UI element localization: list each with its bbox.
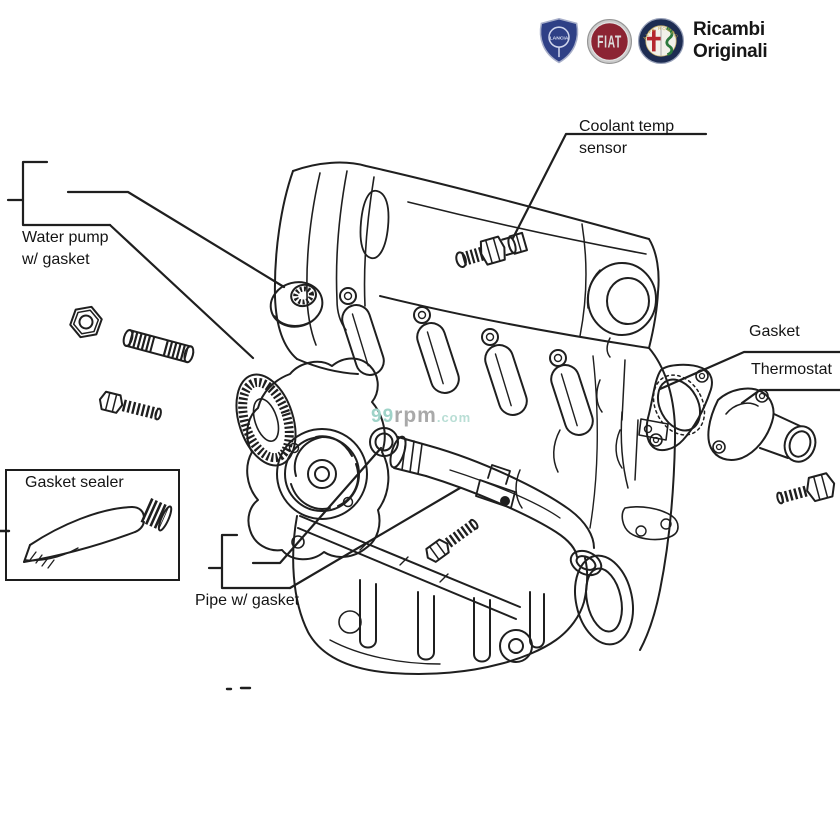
watermark: 99rpm.com [371, 404, 471, 428]
lancia-logo-icon: LANCIA [539, 17, 579, 64]
sealer-tube-drawing [0, 498, 173, 569]
water-pump-leader-line-pump [108, 223, 255, 360]
thermostat-gasket-drawing [645, 363, 713, 452]
coolant-temp-sensor-drawing [455, 231, 529, 269]
label-gasket: Gasket [749, 323, 800, 340]
gasket-sealer-box: Gasket sealer [5, 469, 180, 581]
seal-grommet-drawing [269, 281, 324, 328]
pipe-leader-line-gasket [251, 446, 383, 565]
pipe-drawing [389, 435, 603, 577]
bolt-right-drawing [776, 472, 836, 505]
fiat-logo-icon: FIAT [586, 18, 633, 64]
valve-cover-drawing [273, 161, 650, 375]
pipe-leader-line-pipe [288, 486, 462, 590]
thermostat-leader-line [740, 388, 840, 405]
thermostat-drawing [707, 387, 817, 463]
label-coolant-line1: Coolant temp [579, 118, 675, 135]
pipe-bracket [220, 533, 292, 590]
label-thermostat: Thermostat [751, 361, 832, 378]
label-water-pump: Water pump w/ gasket [22, 227, 109, 271]
watermark-num: 99 [371, 406, 395, 427]
water-pump-bracket [21, 160, 112, 227]
bolt-left-drawing [98, 390, 162, 421]
stud-drawing [122, 328, 195, 364]
brand-text-line1: Ricambi [693, 19, 765, 40]
label-water-pump-line1: Water pump [22, 229, 109, 246]
water-pump-pulley [235, 373, 297, 467]
engine-block-drawing [339, 287, 679, 651]
coolant-sensor-leader-line [511, 132, 708, 240]
watermark-tld: .com [436, 410, 472, 425]
alfa-romeo-logo-icon: ALFA ROMEO [638, 17, 684, 64]
pipe-clip-bracket [475, 464, 516, 509]
oil-pan-drawing [225, 515, 589, 691]
cylinder-head-drawing [379, 201, 660, 358]
lancia-logo-text: LANCIA [550, 35, 569, 41]
brand-header: LANCIA FIAT ALFA ROMEO Ricambi Originali [536, 16, 768, 66]
nut-drawing [69, 305, 103, 339]
label-coolant-line2: sensor [579, 140, 628, 157]
brand-text: Ricambi Originali [693, 19, 768, 63]
water-pump-drawing [235, 357, 390, 561]
oring-drawing [369, 427, 399, 457]
water-pump-leader-line-seal [66, 190, 286, 289]
fiat-logo-text: FIAT [597, 33, 622, 52]
label-coolant-temp-sensor: Coolant temp sensor [579, 116, 674, 160]
label-pipe: Pipe w/ gasket [195, 592, 300, 609]
label-gasket-sealer: Gasket sealer [25, 474, 124, 491]
brand-text-line2: Originali [693, 41, 768, 62]
label-water-pump-line2: w/ gasket [22, 251, 90, 268]
watermark-word: rpm [394, 404, 437, 427]
gasket-leader-line [658, 350, 840, 391]
leader-lines [6, 132, 840, 590]
bolt-center-drawing [425, 518, 479, 563]
